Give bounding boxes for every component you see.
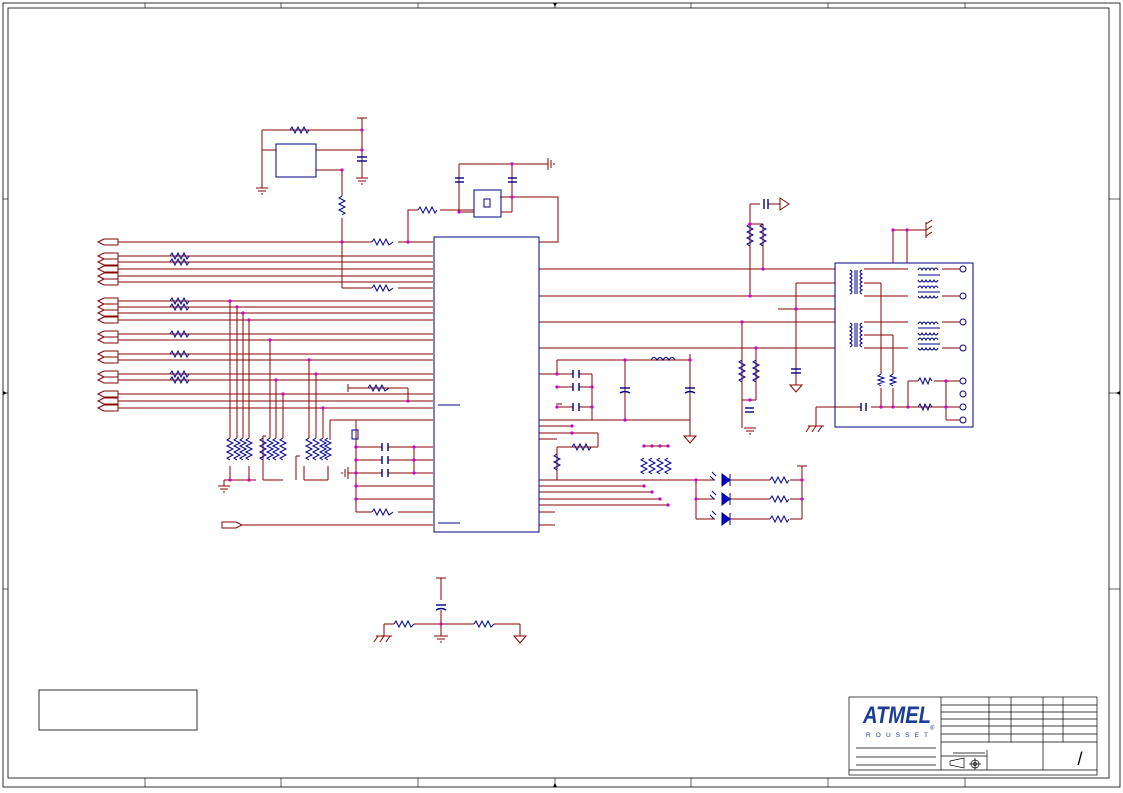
series-resistors xyxy=(169,125,933,629)
chassis-grounds xyxy=(373,219,933,643)
note-box xyxy=(38,689,198,731)
logo-wordmark: ATMEL xyxy=(862,702,931,729)
ethernet-phy-ic xyxy=(433,236,540,533)
filter-inductor xyxy=(650,357,676,361)
analog-ground xyxy=(512,635,528,644)
logo-registered-mark: ® xyxy=(930,725,935,732)
analog-ground xyxy=(682,435,698,444)
logo-subtitle: ROUSSET xyxy=(866,732,928,739)
capacitors xyxy=(357,156,867,611)
frame-zone-ticks xyxy=(3,3,1120,787)
wire-net xyxy=(118,118,960,636)
power-ground-symbols xyxy=(218,117,933,644)
jumper xyxy=(351,429,359,440)
atmel-logo: ATMEL ® ROUSSET xyxy=(862,702,935,739)
ground-bars xyxy=(218,158,756,643)
junction-dots xyxy=(228,128,948,626)
status-leds xyxy=(709,471,731,526)
offpage-connectors xyxy=(96,238,244,529)
connector-pins xyxy=(959,265,967,424)
transformer-coils xyxy=(848,267,940,351)
rj45-magjack xyxy=(834,262,974,428)
component-symbols xyxy=(169,125,974,629)
title-block xyxy=(848,696,1098,776)
sheet-number: / xyxy=(1077,749,1082,769)
crystal-oscillator xyxy=(473,189,502,218)
pull-resistors xyxy=(225,195,898,475)
reference-ground xyxy=(779,197,790,211)
analog-ground xyxy=(788,384,804,393)
voltage-regulator-ic xyxy=(275,143,317,178)
projection-symbol-icon xyxy=(949,757,981,770)
